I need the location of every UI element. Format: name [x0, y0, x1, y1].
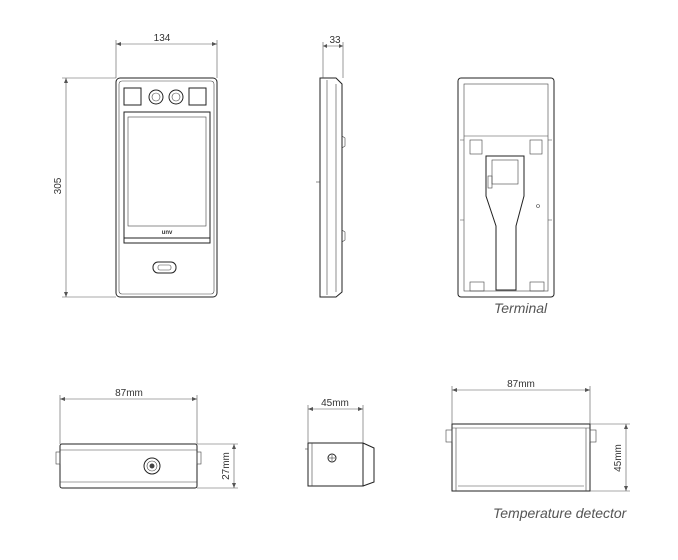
detector-front-view: 87mm 27mm: [55, 388, 238, 489]
detector-top-width-label: 87mm: [507, 379, 535, 390]
camera-lens-left: [148, 89, 164, 105]
card-reader: [152, 261, 177, 274]
display-screen: [123, 111, 211, 239]
screw-icon: [327, 453, 337, 463]
sensor-window-left: [123, 87, 142, 106]
brand-logo: unv: [162, 230, 173, 236]
terminal-width-label: 134: [154, 33, 171, 44]
terminal-depth-label: 33: [329, 35, 341, 46]
terminal-side-view: 33: [316, 35, 346, 298]
mounting-bracket: [485, 155, 525, 291]
detector-front-width-label: 87mm: [115, 388, 143, 399]
detector-top-view: 87mm 45mm Temperature detector: [445, 379, 630, 521]
detector-front-height-label: 27mm: [221, 452, 232, 480]
detector-side-view: 45mm: [305, 398, 375, 487]
terminal-front-view: unv 134 305: [53, 33, 218, 298]
detector-top-depth-label: 45mm: [613, 444, 624, 472]
camera-lens-right: [168, 89, 184, 105]
terminal-rear-view: Terminal: [457, 77, 555, 316]
sensor-window-right: [188, 87, 207, 106]
temperature-sensor-lens: [143, 457, 161, 475]
temperature-detector-caption: Temperature detector: [493, 505, 628, 521]
detector-side-width-label: 45mm: [321, 398, 349, 409]
terminal-caption: Terminal: [494, 300, 548, 316]
terminal-height-label: 305: [53, 177, 64, 194]
